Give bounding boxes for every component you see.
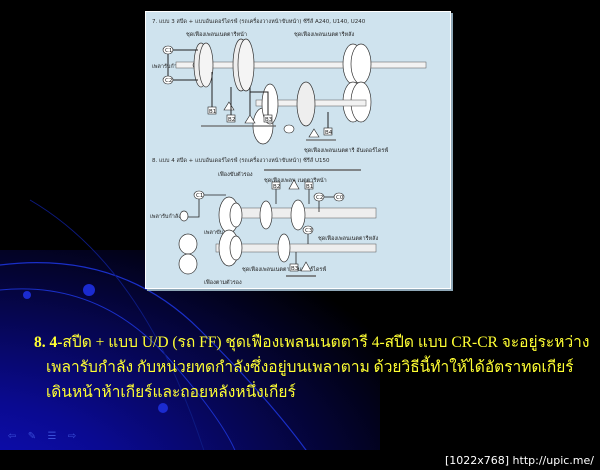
svg-text:เฟืองขับตัวรอง: เฟืองขับตัวรอง: [218, 171, 253, 178]
slide: 7. แบบ 3 สปีด + แบบอันเดอร์ไดรฟ์ (รถเครื…: [0, 11, 594, 450]
svg-text:B4: B4: [325, 130, 333, 136]
transmission-diagram-panel: 7. แบบ 3 สปีด + แบบอันเดอร์ไดรฟ์ (รถเครื…: [145, 11, 451, 289]
next-arrow-icon[interactable]: ⇨: [67, 431, 77, 442]
image-watermark: [1022x768] http://upic.me/: [444, 454, 594, 467]
svg-text:B1: B1: [209, 109, 216, 115]
svg-text:ชุดเฟืองเพลนเนตตารีหลัง: ชุดเฟืองเพลนเนตตารีหลัง: [318, 235, 379, 242]
text-line-2: เพลารับกำลัง กับหน่วยทดกำลังซึ่งอยู่บนเพ…: [46, 359, 574, 376]
svg-text:B2: B2: [228, 117, 235, 123]
svg-text:C1: C1: [196, 193, 203, 199]
svg-text:C2: C2: [316, 195, 323, 201]
section8-caption: 8. แบบ 4 สปีด + แบบอันเดอร์ไดรฟ์ (รถเครื…: [152, 156, 330, 164]
svg-text:C1: C1: [165, 48, 172, 54]
text-line-1: สปีด + แบบ U/D (รถ FF) ชุดเฟืองเพลนเนตตา…: [62, 334, 590, 351]
svg-text:ชุดเฟืองเพลนเนตตารี อันเดอร์ได: ชุดเฟืองเพลนเนตตารี อันเดอร์ไดรฟ์: [304, 147, 388, 154]
svg-text:ชุดเฟืองเพลนเนตตารีหลัง: ชุดเฟืองเพลนเนตตารีหลัง: [294, 31, 355, 38]
pen-icon[interactable]: ✎: [27, 431, 37, 442]
menu-icon[interactable]: ☰: [47, 431, 57, 442]
svg-text:ชุดเฟืองเพลนเนตตารี อันเดอร์ได: ชุดเฟืองเพลนเนตตารี อันเดอร์ไดรฟ์: [242, 266, 326, 273]
svg-text:C0: C0: [336, 195, 344, 201]
section7-caption: 7. แบบ 3 สปีด + แบบอันเดอร์ไดรฟ์ (รถเครื…: [152, 17, 366, 25]
svg-text:B2: B2: [273, 184, 280, 190]
svg-text:B1: B1: [306, 184, 313, 190]
arc-decoration: [0, 199, 307, 450]
svg-text:B3: B3: [291, 266, 299, 272]
text-line-3: เดินหน้าห้าเกียร์และถอยหลังหนึ่งเกียร์: [46, 384, 296, 401]
svg-text:ชุดเฟืองเพลน เนตตารีหน้า: ชุดเฟืองเพลน เนตตารีหน้า: [264, 177, 327, 184]
svg-text:เพลาขับ: เพลาขับ: [204, 229, 224, 236]
svg-text:B3: B3: [265, 117, 273, 123]
svg-text:C3: C3: [305, 228, 313, 234]
svg-text:เพลารับกำลัง: เพลารับกำลัง: [150, 213, 181, 220]
previous-arrow-icon[interactable]: ⇦: [7, 431, 17, 442]
svg-text:C2: C2: [165, 78, 172, 84]
slide-body-text: 8. 4-สปีด + แบบ U/D (รถ FF) ชุดเฟืองเพลน…: [34, 330, 594, 405]
item-number: 8. 4-: [34, 334, 63, 351]
svg-text:เฟืองตามตัวรอง: เฟืองตามตัวรอง: [204, 279, 242, 286]
slideshow-nav: ⇦ ✎ ☰ ⇨: [6, 431, 78, 442]
svg-text:ชุดเฟืองเพลนเนตตารีหน้า: ชุดเฟืองเพลนเนตตารีหน้า: [186, 31, 247, 38]
